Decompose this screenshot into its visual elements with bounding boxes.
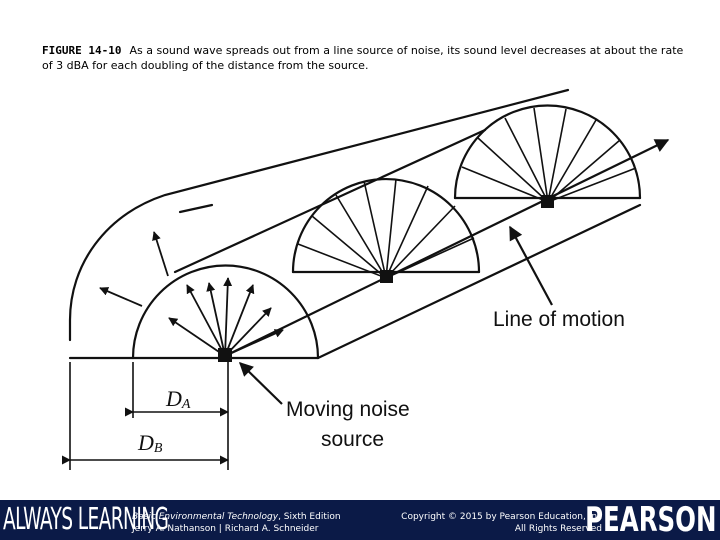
copyright: Copyright © 2015 by Pearson Education, I… xyxy=(401,511,602,535)
outer-wavefront xyxy=(68,88,570,342)
footer-bar: ALWAYS LEARNING Basic Environmental Tech… xyxy=(0,500,720,540)
book-credit: Basic Environmental Technology, Sixth Ed… xyxy=(132,511,341,535)
cylinder-bottom-edge xyxy=(316,203,642,360)
pearson-logo: PEARSON xyxy=(584,500,716,540)
cylinder-top-edge xyxy=(173,128,487,274)
line-of-motion-arrow xyxy=(224,139,670,357)
noise-source-near xyxy=(218,348,232,362)
label-source: source xyxy=(321,428,384,451)
caption-text: As a sound wave spreads out from a line … xyxy=(42,44,684,72)
middle-radial-lines xyxy=(297,178,475,279)
book-edition: , Sixth Edition xyxy=(278,512,341,522)
line-source-diagram: Line of motion Moving noise source DA DB xyxy=(61,88,670,470)
always-learning-logo: ALWAYS LEARNING xyxy=(3,502,169,537)
line-of-motion-pointer xyxy=(509,225,553,306)
label-da: DA xyxy=(165,386,191,412)
wavefront-tick xyxy=(178,203,214,214)
label-moving-noise: Moving noise xyxy=(286,398,410,421)
far-radial-lines xyxy=(461,107,637,203)
book-authors: Jerry A. Nathanson | Richard A. Schneide… xyxy=(132,524,319,534)
figure-label: FIGURE 14-10 xyxy=(42,44,122,57)
near-radial-arrows xyxy=(168,277,284,357)
noise-source-middle xyxy=(380,270,393,283)
semicircle-far xyxy=(453,104,642,200)
outer-arrows xyxy=(99,231,169,307)
noise-source-far xyxy=(541,195,554,208)
copyright-line: Copyright © 2015 by Pearson Education, I… xyxy=(401,512,602,522)
label-db: DB xyxy=(137,430,163,456)
rights-line: All Rights Reserved xyxy=(514,524,602,534)
label-line-of-motion: Line of motion xyxy=(493,308,625,331)
semicircle-middle xyxy=(291,177,481,274)
book-title: Basic Environmental Technology xyxy=(132,512,279,522)
noise-source-pointer xyxy=(238,362,283,405)
